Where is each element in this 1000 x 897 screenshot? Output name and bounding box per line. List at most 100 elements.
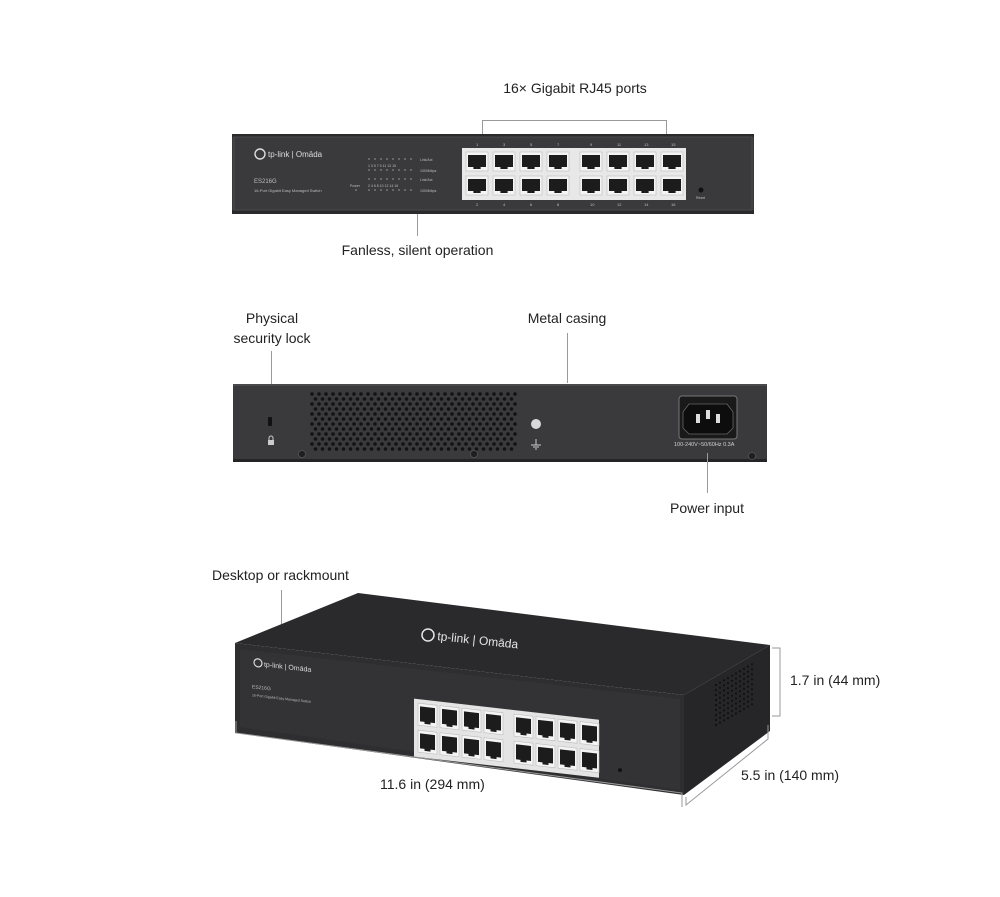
front-led-linkact-2: Link/Act	[420, 178, 432, 182]
front-led-linkact-1: Link/Act	[420, 158, 432, 162]
ground-screw-icon	[531, 419, 541, 429]
rj45-port	[535, 716, 556, 742]
ports-bracket-left	[482, 120, 483, 138]
rj45-port	[417, 729, 438, 755]
rj45-port	[439, 732, 460, 758]
height-dimension-line	[772, 647, 781, 717]
led-indicator	[386, 178, 388, 180]
rj45-port	[519, 175, 543, 196]
side-vent-grille	[714, 663, 754, 727]
rear-panel-graphic: 100-240V~50/60Hz 0.3A	[233, 384, 767, 462]
led-indicator	[386, 158, 388, 160]
led-indicator	[398, 169, 400, 171]
front-panel-graphic: tp-link | Omāda ES216G 16-Port Gigabit E…	[232, 134, 754, 214]
screw-icon	[298, 450, 306, 458]
front-led-power: Power	[350, 184, 361, 188]
rj45-port	[579, 175, 603, 196]
fanless-line	[417, 214, 418, 236]
persp-reset-icon	[618, 768, 622, 773]
perspective-graphic: tp-link | Omāda tp-link | Omāda ES216G 1…	[235, 593, 781, 807]
metal-casing-callout: Metal casing	[527, 310, 607, 326]
led-indicator	[386, 169, 388, 171]
led-indicator	[410, 178, 412, 180]
front-led-area	[355, 158, 412, 191]
led-indicator	[404, 178, 406, 180]
led-indicator	[368, 169, 370, 171]
port-number-bottom: 2	[476, 202, 479, 207]
mount-callout: Desktop or rackmount	[212, 567, 349, 583]
led-indicator	[380, 158, 382, 160]
led-indicator	[404, 169, 406, 171]
switch-top-surface	[235, 593, 770, 695]
persp-description: 16-Port Gigabit Easy Managed Switch	[252, 693, 311, 704]
rj45-port	[557, 745, 578, 771]
port-number-top: 9	[590, 142, 593, 147]
rj45-port	[606, 151, 630, 172]
perspective-view: tp-link | Omāda tp-link | Omāda ES216G 1…	[0, 585, 1000, 897]
front-ports	[465, 151, 684, 196]
front-model: ES216G	[254, 179, 277, 185]
rj45-port	[417, 702, 438, 728]
led-indicator	[398, 189, 400, 191]
tp-link-logo: tp-link | Omāda	[254, 148, 323, 160]
led-indicator	[398, 158, 400, 160]
lock-slot-icon	[268, 417, 272, 426]
rj45-port	[579, 748, 600, 774]
depth-dimension-line	[685, 725, 769, 807]
port-number-bottom: 10	[590, 202, 595, 207]
rear-panel: 100-240V~50/60Hz 0.3A	[233, 384, 767, 467]
rj45-port	[492, 175, 516, 196]
metal-casing-line	[567, 333, 568, 383]
port-number-top: 3	[503, 142, 506, 147]
reset-button-icon	[698, 187, 704, 193]
rj45-port	[461, 734, 482, 760]
port-number-bottom: 16	[671, 202, 676, 207]
height-dimension-label: 1.7 in (44 mm)	[790, 672, 881, 688]
rj45-port	[519, 151, 543, 172]
rj45-port	[483, 710, 504, 736]
rj45-port	[546, 151, 570, 172]
rj45-port	[579, 151, 603, 172]
power-socket-icon	[678, 395, 738, 440]
rj45-port	[606, 175, 630, 196]
led-indicator	[374, 178, 376, 180]
width-dimension-line	[235, 721, 683, 807]
led-indicator	[380, 178, 382, 180]
led-indicator	[392, 189, 394, 191]
front-led-bottom-numbers: 2 4 6 8 10 12 14 16	[368, 184, 398, 188]
screw-icon	[470, 450, 478, 458]
port-number-bottom: 12	[617, 202, 622, 207]
front-led-speed-2: 1000Mbps	[420, 189, 437, 193]
led-indicator	[368, 158, 370, 160]
port-number-top: 13	[644, 142, 649, 147]
persp-model: ES216G	[252, 684, 271, 692]
led-indicator	[410, 169, 412, 171]
port-number-top: 15	[671, 142, 676, 147]
power-rating-label: 100-240V~50/60Hz 0.3A	[674, 442, 735, 448]
led-indicator	[380, 189, 382, 191]
front-reset-label: Reset	[696, 196, 705, 200]
power-input-line	[707, 453, 708, 493]
led-indicator	[368, 189, 370, 191]
rj45-port	[633, 151, 657, 172]
led-indicator	[374, 169, 376, 171]
front-description: 16-Port Gigabit Easy Managed Switch	[254, 188, 322, 193]
led-indicator	[410, 189, 412, 191]
led-indicator	[374, 158, 376, 160]
port-number-top: 11	[617, 142, 622, 147]
led-indicator	[392, 169, 394, 171]
rj45-port	[660, 151, 684, 172]
front-logo-group: tp-link | Omāda ES216G 16-Port Gigabit E…	[252, 658, 622, 778]
rj45-port	[633, 175, 657, 196]
port-number-bottom: 8	[557, 202, 560, 207]
led-indicator	[392, 158, 394, 160]
rj45-port	[660, 175, 684, 196]
led-indicator	[410, 158, 412, 160]
mount-line	[281, 590, 282, 648]
port-number-bottom: 4	[503, 202, 506, 207]
rj45-port	[579, 721, 600, 747]
port-number-top: 1	[476, 142, 479, 147]
rj45-port	[439, 705, 460, 731]
fanless-callout: Fanless, silent operation	[341, 242, 494, 258]
